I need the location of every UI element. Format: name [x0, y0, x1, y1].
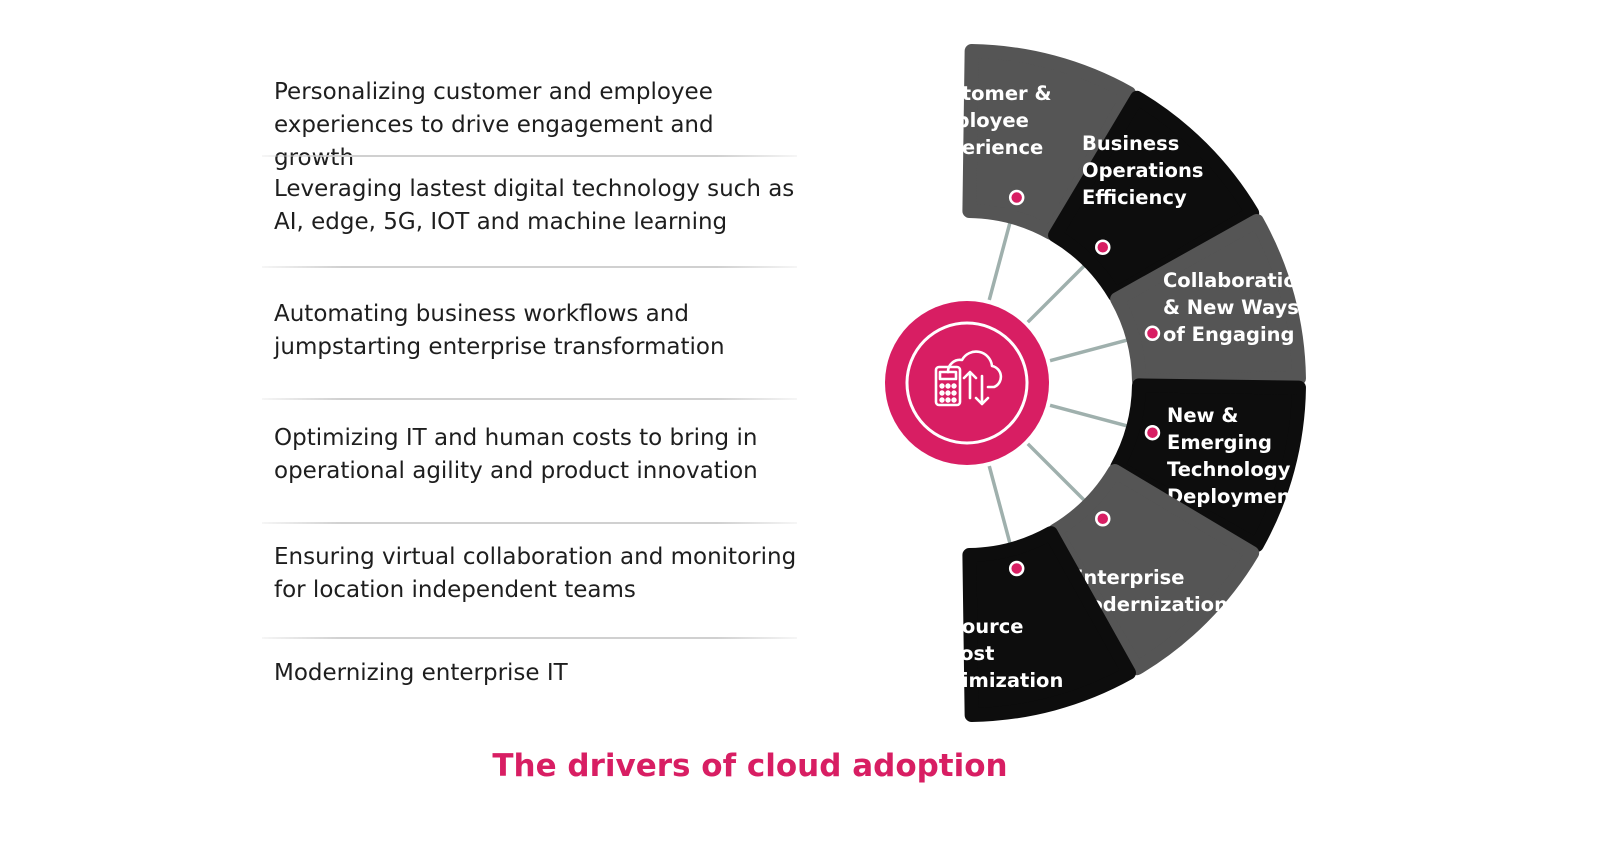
segment-label-line: New & — [1167, 404, 1238, 427]
segment-label-line: Operations — [1082, 159, 1203, 182]
segment-label-line: Emerging — [1167, 431, 1272, 454]
segment-label-line: Enterprise — [1070, 566, 1184, 589]
hub — [885, 301, 1049, 465]
segment-4 — [1110, 378, 1306, 552]
driver-item-6: Modernizing enterprise IT — [274, 660, 568, 686]
segment-label-line: Deployment — [1167, 485, 1300, 508]
segment-1 — [962, 44, 1136, 240]
driver-item-5: Ensuring virtual collaboration and monit… — [274, 544, 797, 603]
segment-label-line: & Cost — [922, 642, 994, 665]
connector-dot-6 — [1008, 560, 1025, 577]
segment-label-line: of Engaging — [1163, 323, 1294, 346]
hub-circle — [885, 301, 1049, 465]
segment-label-line: Business — [1082, 132, 1179, 155]
divider — [262, 637, 797, 639]
driver-item-1: Personalizing customer and employee expe… — [274, 79, 714, 171]
segment-label-line: Technology — [1167, 458, 1291, 481]
segment-label-line: & New Ways — [1163, 296, 1299, 319]
divider — [262, 522, 797, 524]
connector-dot-2 — [1095, 239, 1111, 255]
segment-label-line: Experience — [922, 136, 1043, 159]
connector-dot-5 — [1095, 511, 1111, 527]
hub-ring — [905, 321, 1029, 445]
divider — [262, 398, 797, 400]
diagram-caption: The drivers of cloud adoption — [492, 748, 1008, 784]
driver-item-3: Automating business workflows and jumpst… — [274, 301, 725, 360]
driver-item-2: Leveraging lastest digital technology su… — [274, 176, 795, 235]
segment-label-line: Optimization — [922, 669, 1063, 692]
divider — [262, 266, 797, 268]
segment-label-line: Employee — [922, 109, 1029, 132]
segment-label-line: Customer & — [922, 82, 1051, 105]
segment-label-line: Resource — [922, 615, 1024, 638]
driver-item-4: Optimizing IT and human costs to bring i… — [274, 425, 758, 484]
divider — [262, 155, 797, 157]
connector-dot-1 — [1008, 189, 1025, 206]
segment-label-line: Modernization — [1070, 593, 1228, 616]
segment-label-line: Collaboration — [1163, 269, 1311, 292]
segment-6 — [962, 526, 1136, 722]
segment-label-3: Collaboration & New Ways of Engaging — [1163, 269, 1311, 346]
cloud-calculator-transfer-icon — [934, 350, 1003, 407]
segment-3 — [1110, 214, 1306, 388]
connector-dot-3 — [1144, 325, 1161, 342]
connector-dot-4 — [1144, 424, 1161, 441]
connector-dots — [1008, 189, 1161, 577]
segment-label-line: Efficiency — [1082, 186, 1187, 209]
